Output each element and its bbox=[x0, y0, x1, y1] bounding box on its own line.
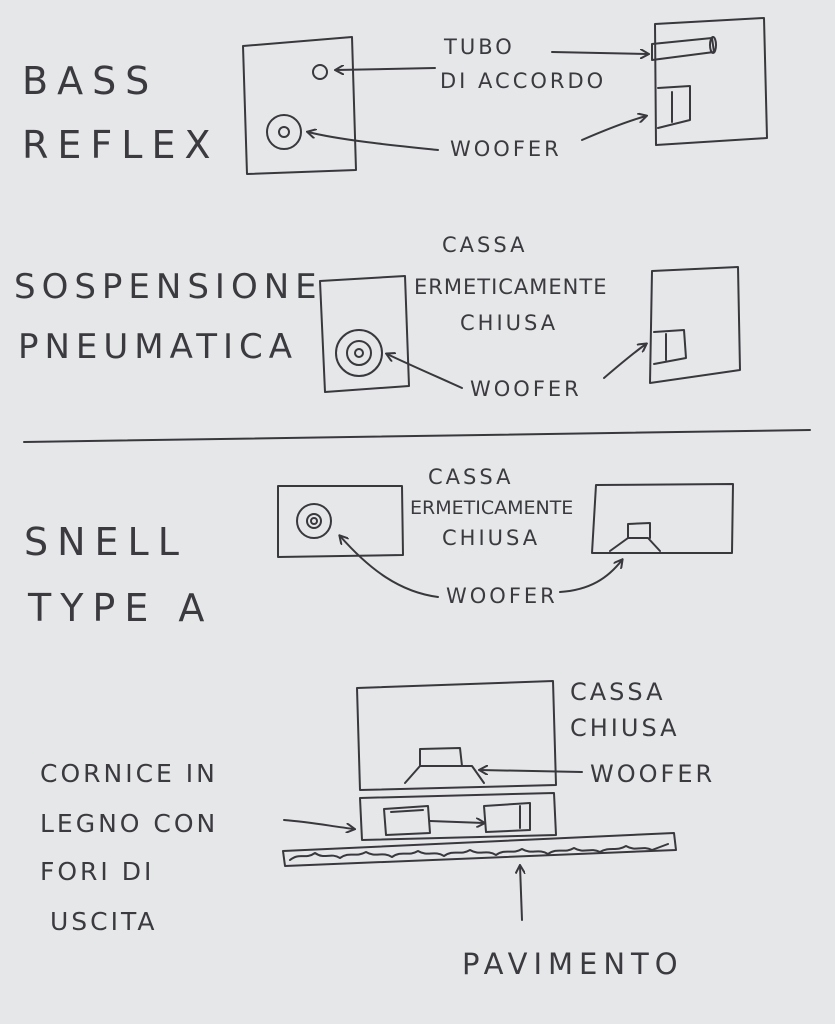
woofer-label: WOOFER bbox=[446, 584, 558, 608]
box-label-3: CHIUSA bbox=[460, 311, 558, 335]
woofer-side-cone bbox=[609, 537, 661, 552]
box-label-1: CASSA bbox=[428, 465, 513, 489]
closed-box-label-2: CHIUSA bbox=[570, 714, 680, 742]
cabinet-side bbox=[649, 266, 741, 384]
cabinet-front bbox=[277, 485, 404, 558]
box-label-1: CASSA bbox=[442, 233, 527, 257]
woofer-dustcap-icon bbox=[354, 348, 364, 358]
arrow-to-detail-woofer bbox=[480, 770, 583, 772]
bass-reflex-section: BASS REFLEX TUBO DI ACCORDO WOOFER bbox=[22, 17, 768, 175]
arrow-to-woofer-side bbox=[581, 116, 646, 141]
arrow-to-woofer-side bbox=[603, 344, 646, 379]
snell-title-1: SNELL bbox=[24, 520, 188, 564]
frame-label-3: FORI DI bbox=[40, 857, 154, 886]
exit-hole-right bbox=[483, 802, 531, 833]
snell-section: SNELL TYPE A CASSA ERMETICAMENTE CHIUSA … bbox=[24, 465, 734, 630]
port-tube-end bbox=[709, 36, 717, 54]
bass-reflex-title-2: REFLEX bbox=[22, 123, 219, 167]
arrow-through-frame bbox=[429, 821, 484, 823]
woofer-dustcap-icon bbox=[310, 517, 318, 525]
floor-hatching bbox=[289, 843, 669, 861]
snell-title-2: TYPE A bbox=[27, 586, 213, 630]
sospensione-side-view bbox=[649, 266, 741, 384]
wooden-frame bbox=[359, 792, 557, 841]
frame-label-4: USCITA bbox=[50, 907, 157, 936]
woofer-cone-icon bbox=[404, 765, 485, 784]
snell-side-view bbox=[591, 483, 734, 554]
cabinet-side bbox=[591, 483, 734, 554]
detail-section: CASSA CHIUSA WOOFER CORNICE IN LEGNO CON… bbox=[40, 678, 715, 981]
cabinet-side bbox=[654, 17, 768, 146]
bass-reflex-side-view bbox=[651, 17, 768, 146]
arrow-to-woofer bbox=[387, 354, 463, 389]
detail-woofer-label: WOOFER bbox=[590, 760, 715, 788]
sospensione-section: SOSPENSIONE PNEUMATICA CASSA ERMETICAMEN… bbox=[14, 233, 741, 401]
bass-reflex-front-view bbox=[242, 36, 357, 175]
woofer-icon bbox=[296, 503, 332, 539]
woofer-cone-icon bbox=[346, 340, 372, 366]
sospensione-front-view bbox=[319, 275, 410, 393]
port-opening-icon bbox=[312, 64, 328, 80]
woofer-icon bbox=[266, 114, 302, 150]
box-label-2: ERMETICAMENTE bbox=[410, 497, 573, 519]
frame-label-2: LEGNO CON bbox=[40, 809, 218, 838]
arrow-to-frame bbox=[283, 819, 354, 829]
woofer-cone-icon bbox=[306, 513, 322, 529]
closed-box bbox=[356, 680, 557, 791]
frame-label-1: CORNICE IN bbox=[40, 759, 218, 788]
woofer-dustcap-icon bbox=[278, 126, 290, 138]
cabinet-front bbox=[319, 275, 410, 393]
woofer-side-icon bbox=[653, 329, 687, 365]
closed-box-label-1: CASSA bbox=[570, 678, 666, 706]
snell-front-view bbox=[277, 485, 404, 558]
port-tube-icon bbox=[651, 37, 715, 61]
sospensione-title-1: SOSPENSIONE bbox=[14, 267, 323, 307]
woofer-side-magnet bbox=[627, 522, 651, 539]
floor bbox=[282, 832, 677, 867]
woofer-magnet-icon bbox=[419, 747, 463, 767]
woofer-label: WOOFER bbox=[470, 377, 582, 401]
arrow-to-woofer bbox=[340, 536, 439, 598]
woofer-label: WOOFER bbox=[450, 137, 562, 161]
woofer-side-icon bbox=[657, 85, 691, 129]
port-label-2: DI ACCORDO bbox=[440, 69, 606, 93]
port-label-1: TUBO bbox=[443, 35, 515, 59]
section-divider bbox=[23, 429, 811, 443]
arrow-to-woofer-side bbox=[559, 560, 622, 593]
floor-label: PAVIMENTO bbox=[462, 947, 684, 981]
cabinet-front bbox=[242, 36, 357, 175]
box-label-3: CHIUSA bbox=[442, 526, 540, 550]
woofer-icon bbox=[335, 329, 383, 377]
exit-hole-left-inner bbox=[390, 809, 424, 813]
arrow-to-port bbox=[336, 68, 436, 70]
sospensione-title-2: PNEUMATICA bbox=[18, 327, 298, 367]
box-label-2: ERMETICAMENTE bbox=[414, 275, 608, 299]
arrow-to-woofer bbox=[308, 132, 439, 151]
arrow-to-port-tube bbox=[551, 52, 648, 54]
bass-reflex-title-1: BASS bbox=[22, 59, 158, 103]
arrow-to-floor bbox=[520, 866, 522, 921]
exit-hole-left bbox=[383, 805, 431, 836]
